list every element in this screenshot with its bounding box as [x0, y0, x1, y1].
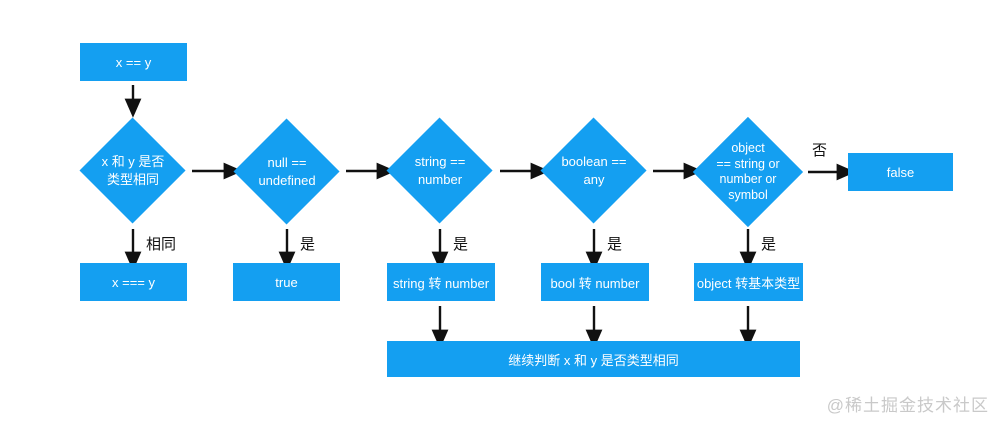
result-node-strict-equal: x === y: [80, 263, 187, 301]
decision-diamond-string-number: string == number: [386, 117, 494, 225]
result-node-true: true: [233, 263, 340, 301]
decision-diamond-null-undefined: null == undefined: [233, 118, 341, 226]
branch-label-yes: 是: [607, 236, 623, 253]
result-node-false: false: [848, 153, 953, 191]
decision-diamond-type-equal: x 和 y 是否 类型相同: [79, 117, 187, 225]
decision-diamond-object-primitive: object == string or number or symbol: [692, 116, 804, 228]
diamond-label: null == undefined: [258, 155, 316, 188]
watermark: @稀土掘金技术社区: [826, 396, 989, 415]
result-node-object-to-primitive: object 转基本类型: [694, 263, 803, 301]
result-node-string-to-number: string 转 number: [387, 263, 495, 301]
branch-label-yes: 是: [761, 236, 777, 253]
start-node: x == y: [80, 43, 187, 81]
merge-node-recheck-types: 继续判断 x 和 y 是否类型相同: [387, 341, 800, 377]
decision-diamond-boolean-any: boolean == any: [540, 117, 648, 225]
result-node-bool-to-number: bool 转 number: [541, 263, 649, 301]
diamond-label: x 和 y 是否 类型相同: [101, 154, 165, 187]
diamond-label: object == string or number or symbol: [716, 141, 780, 202]
branch-label-same: 相同: [146, 236, 177, 253]
diamond-label: string == number: [414, 154, 466, 187]
branch-label-yes: 是: [453, 236, 469, 253]
diamond-label: boolean == any: [561, 154, 627, 187]
branch-label-no: 否: [812, 142, 828, 159]
branch-label-yes: 是: [300, 236, 316, 253]
